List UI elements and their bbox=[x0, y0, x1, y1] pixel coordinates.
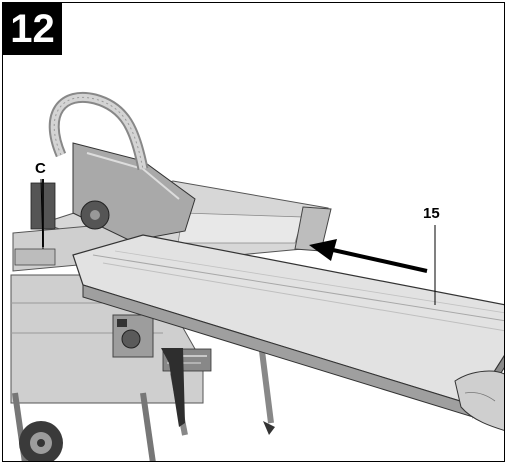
bracket-c bbox=[14, 179, 56, 266]
wheel bbox=[19, 421, 63, 461]
crank-handle bbox=[161, 348, 185, 427]
switch-box bbox=[112, 314, 154, 358]
arrow-left-icon bbox=[309, 239, 428, 273]
table-saw-illustration bbox=[3, 3, 504, 461]
dust-hose bbox=[48, 92, 149, 171]
callout-c-label: C bbox=[35, 160, 46, 177]
blade-guard bbox=[72, 142, 196, 242]
extension-table bbox=[72, 234, 504, 431]
callout-15-label: 15 bbox=[423, 205, 440, 222]
figure-frame: 12 C 15 bbox=[2, 2, 505, 462]
figure-number: 12 bbox=[3, 3, 62, 55]
callout-c-leader bbox=[40, 178, 44, 250]
